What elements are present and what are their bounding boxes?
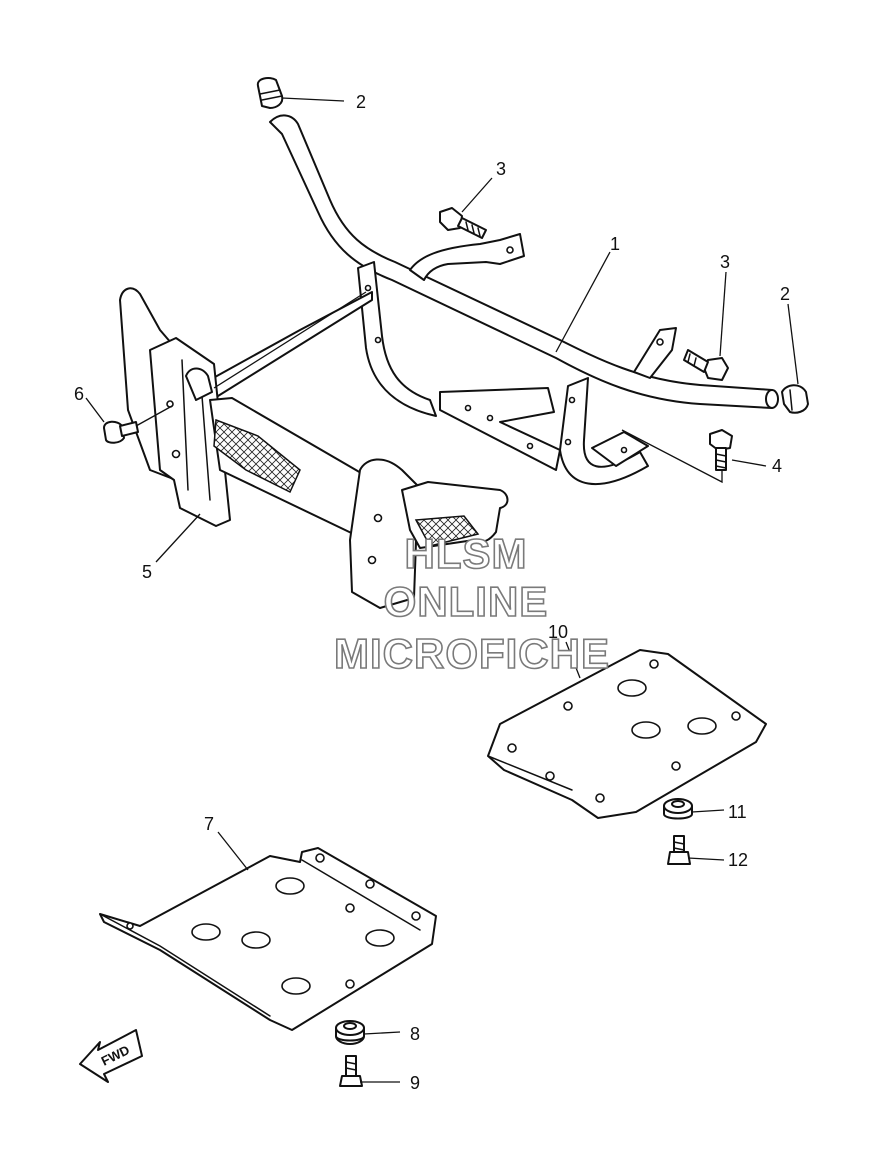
- bolt-4: [709, 429, 733, 471]
- skid-plate-lower: [99, 847, 437, 1031]
- collar-11: [663, 798, 693, 820]
- callout-11: 11: [728, 802, 747, 822]
- bolt-9: [339, 1055, 363, 1087]
- collar-8: [335, 1020, 365, 1045]
- cap-left: [256, 77, 284, 109]
- leader-lines: [85, 97, 799, 1083]
- callout-2-right: 2: [780, 284, 790, 304]
- callout-3-left: 3: [496, 159, 506, 179]
- callout-labels: 2 3 1 3 2 4 6 5 10 11 12 7 8 9: [74, 92, 790, 1093]
- bolt-3-right: [683, 349, 729, 381]
- bolt-3-left: [439, 207, 487, 239]
- skid-plate-upper: [487, 649, 767, 819]
- callout-6: 6: [74, 384, 84, 404]
- front-bumper: [119, 287, 509, 609]
- callout-8: 8: [410, 1024, 420, 1044]
- callout-3-right: 3: [720, 252, 730, 272]
- callout-5: 5: [142, 562, 152, 582]
- watermark: HLSM ONLINE MICROFICHE: [333, 529, 610, 678]
- watermark-line-2: ONLINE: [384, 578, 549, 625]
- callout-7: 7: [204, 814, 214, 834]
- watermark-line-1: HLSM: [405, 530, 528, 577]
- callout-10: 10: [548, 622, 568, 642]
- front-guard-tube: [269, 114, 779, 486]
- screw-6: [103, 420, 139, 444]
- cap-right: [781, 384, 809, 414]
- callout-2-left: 2: [356, 92, 366, 112]
- callout-12: 12: [728, 850, 748, 870]
- watermark-line-3: MICROFICHE: [334, 630, 610, 677]
- bolt-12: [667, 835, 691, 865]
- forward-arrow-icon: FWD: [79, 1029, 143, 1083]
- callout-9: 9: [410, 1073, 420, 1093]
- callout-1: 1: [610, 234, 620, 254]
- callout-4: 4: [772, 456, 782, 476]
